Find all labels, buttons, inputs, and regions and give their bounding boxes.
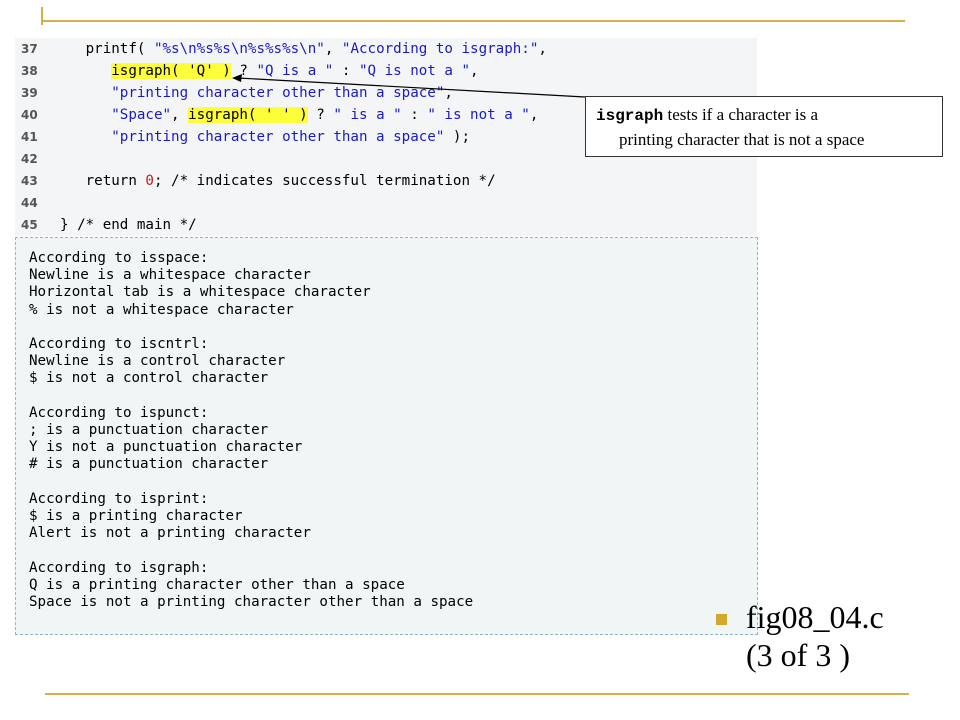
bullet-square-icon (716, 614, 727, 625)
string-literal: "Q is a " (256, 63, 334, 79)
output-line: Newline is a whitespace character (29, 267, 311, 284)
program-output: According to isspace:Newline is a whites… (15, 237, 758, 635)
code-token: printf( (60, 41, 154, 57)
code-token (60, 85, 111, 101)
code-line: 42 (15, 148, 757, 170)
callout-line-1-text: tests if a character is a (663, 105, 819, 124)
bottom-rule (45, 693, 909, 695)
code-token: : (401, 107, 428, 123)
line-number: 42 (21, 152, 38, 166)
code-line: 45 } /* end main */ (15, 214, 757, 236)
output-line: Alert is not a printing character (29, 525, 311, 542)
code-token (60, 107, 111, 123)
code-token (60, 129, 111, 145)
line-number: 41 (21, 130, 38, 144)
code-text: "printing character other than a space" … (60, 126, 470, 148)
code-line: 40 "Space", isgraph( ' ' ) ? " is a " : … (15, 104, 757, 126)
isgraph-callout: isgraph tests if a character is a printi… (585, 96, 943, 157)
string-literal: "%s\n%s%s\n%s%s%s\n" (153, 41, 325, 57)
string-literal: "According to isgraph:" (341, 41, 539, 57)
figure-caption: fig08_04.c (3 of 3 ) (746, 598, 884, 674)
string-literal: " is not a " (427, 107, 530, 123)
code-token: ? (307, 107, 334, 123)
callout-keyword: isgraph (596, 107, 664, 125)
code-line: 37 printf( "%s\n%s%s\n%s%s%s\n", "Accord… (15, 38, 757, 60)
code-token: } /* end main */ (60, 217, 197, 233)
code-token: ? (230, 63, 257, 79)
string-literal: " is a " (333, 107, 402, 123)
code-token: return (60, 173, 146, 189)
output-line: % is not a whitespace character (29, 301, 294, 318)
code-token: , (324, 41, 342, 57)
line-number: 43 (21, 174, 38, 188)
code-token: ); (444, 129, 470, 145)
output-line: ; is a punctuation character (29, 422, 269, 438)
highlighted-code: isgraph( 'Q' ) (111, 63, 231, 79)
code-token: , (171, 107, 189, 123)
output-line: According to isprint: (29, 490, 209, 507)
output-line: According to iscntrl: (29, 336, 209, 352)
output-line: According to ispunct: (29, 404, 209, 421)
top-rule (41, 20, 905, 22)
output-line: Y is not a punctuation character (29, 439, 303, 456)
code-line: 43 return 0; /* indicates successful ter… (15, 170, 757, 192)
code-token: , (444, 85, 453, 101)
line-number: 45 (21, 218, 38, 232)
line-number: 38 (21, 64, 38, 78)
code-line: 41 "printing character other than a spac… (15, 126, 757, 148)
output-line: Horizontal tab is a whitespace character (29, 284, 371, 301)
highlighted-code: isgraph( ' ' ) (188, 107, 308, 123)
callout-line-1: isgraph tests if a character is a (596, 105, 818, 125)
string-literal: "printing character other than a space" (111, 85, 445, 101)
code-token: 0 (145, 173, 154, 189)
figure-caption-page: (3 of 3 ) (746, 637, 850, 673)
output-line: $ is a printing character (29, 508, 243, 524)
output-line: Newline is a control character (29, 353, 286, 370)
string-literal: "Space" (111, 107, 172, 123)
code-token: : (333, 63, 359, 79)
line-number: 37 (21, 42, 38, 56)
code-token (60, 63, 111, 79)
output-line: According to isspace: (29, 250, 209, 266)
figure-caption-filename: fig08_04.c (746, 599, 884, 635)
code-text: isgraph( 'Q' ) ? "Q is a " : "Q is not a… (60, 60, 479, 82)
code-token: ; /* indicates successful termination */ (153, 173, 496, 189)
line-number: 44 (21, 196, 38, 210)
output-line: Space is not a printing character other … (29, 594, 474, 610)
code-line: 38 isgraph( 'Q' ) ? "Q is a " : "Q is no… (15, 60, 757, 82)
string-literal: "printing character other than a space" (111, 129, 445, 145)
output-line: According to isgraph: (29, 559, 209, 576)
output-line: $ is not a control character (29, 370, 269, 387)
code-text: "Space", isgraph( ' ' ) ? " is a " : " i… (60, 104, 538, 126)
line-number: 39 (21, 86, 38, 100)
code-token: , (470, 63, 479, 79)
code-line: 44 (15, 192, 757, 214)
code-text: "printing character other than a space", (60, 82, 453, 104)
code-token: , (538, 41, 547, 57)
output-line: # is a punctuation character (29, 456, 269, 473)
output-line: Q is a printing character other than a s… (29, 576, 405, 593)
code-text: return 0; /* indicates successful termin… (60, 170, 496, 192)
code-token: , (529, 107, 539, 123)
callout-line-2: printing character that is not a space (619, 130, 865, 149)
top-rule-tick (41, 7, 43, 25)
code-text: } /* end main */ (60, 214, 197, 236)
line-number: 40 (21, 108, 38, 122)
string-literal: "Q is not a " (358, 63, 471, 79)
code-text: printf( "%s\n%s%s\n%s%s%s\n", "According… (60, 38, 547, 60)
